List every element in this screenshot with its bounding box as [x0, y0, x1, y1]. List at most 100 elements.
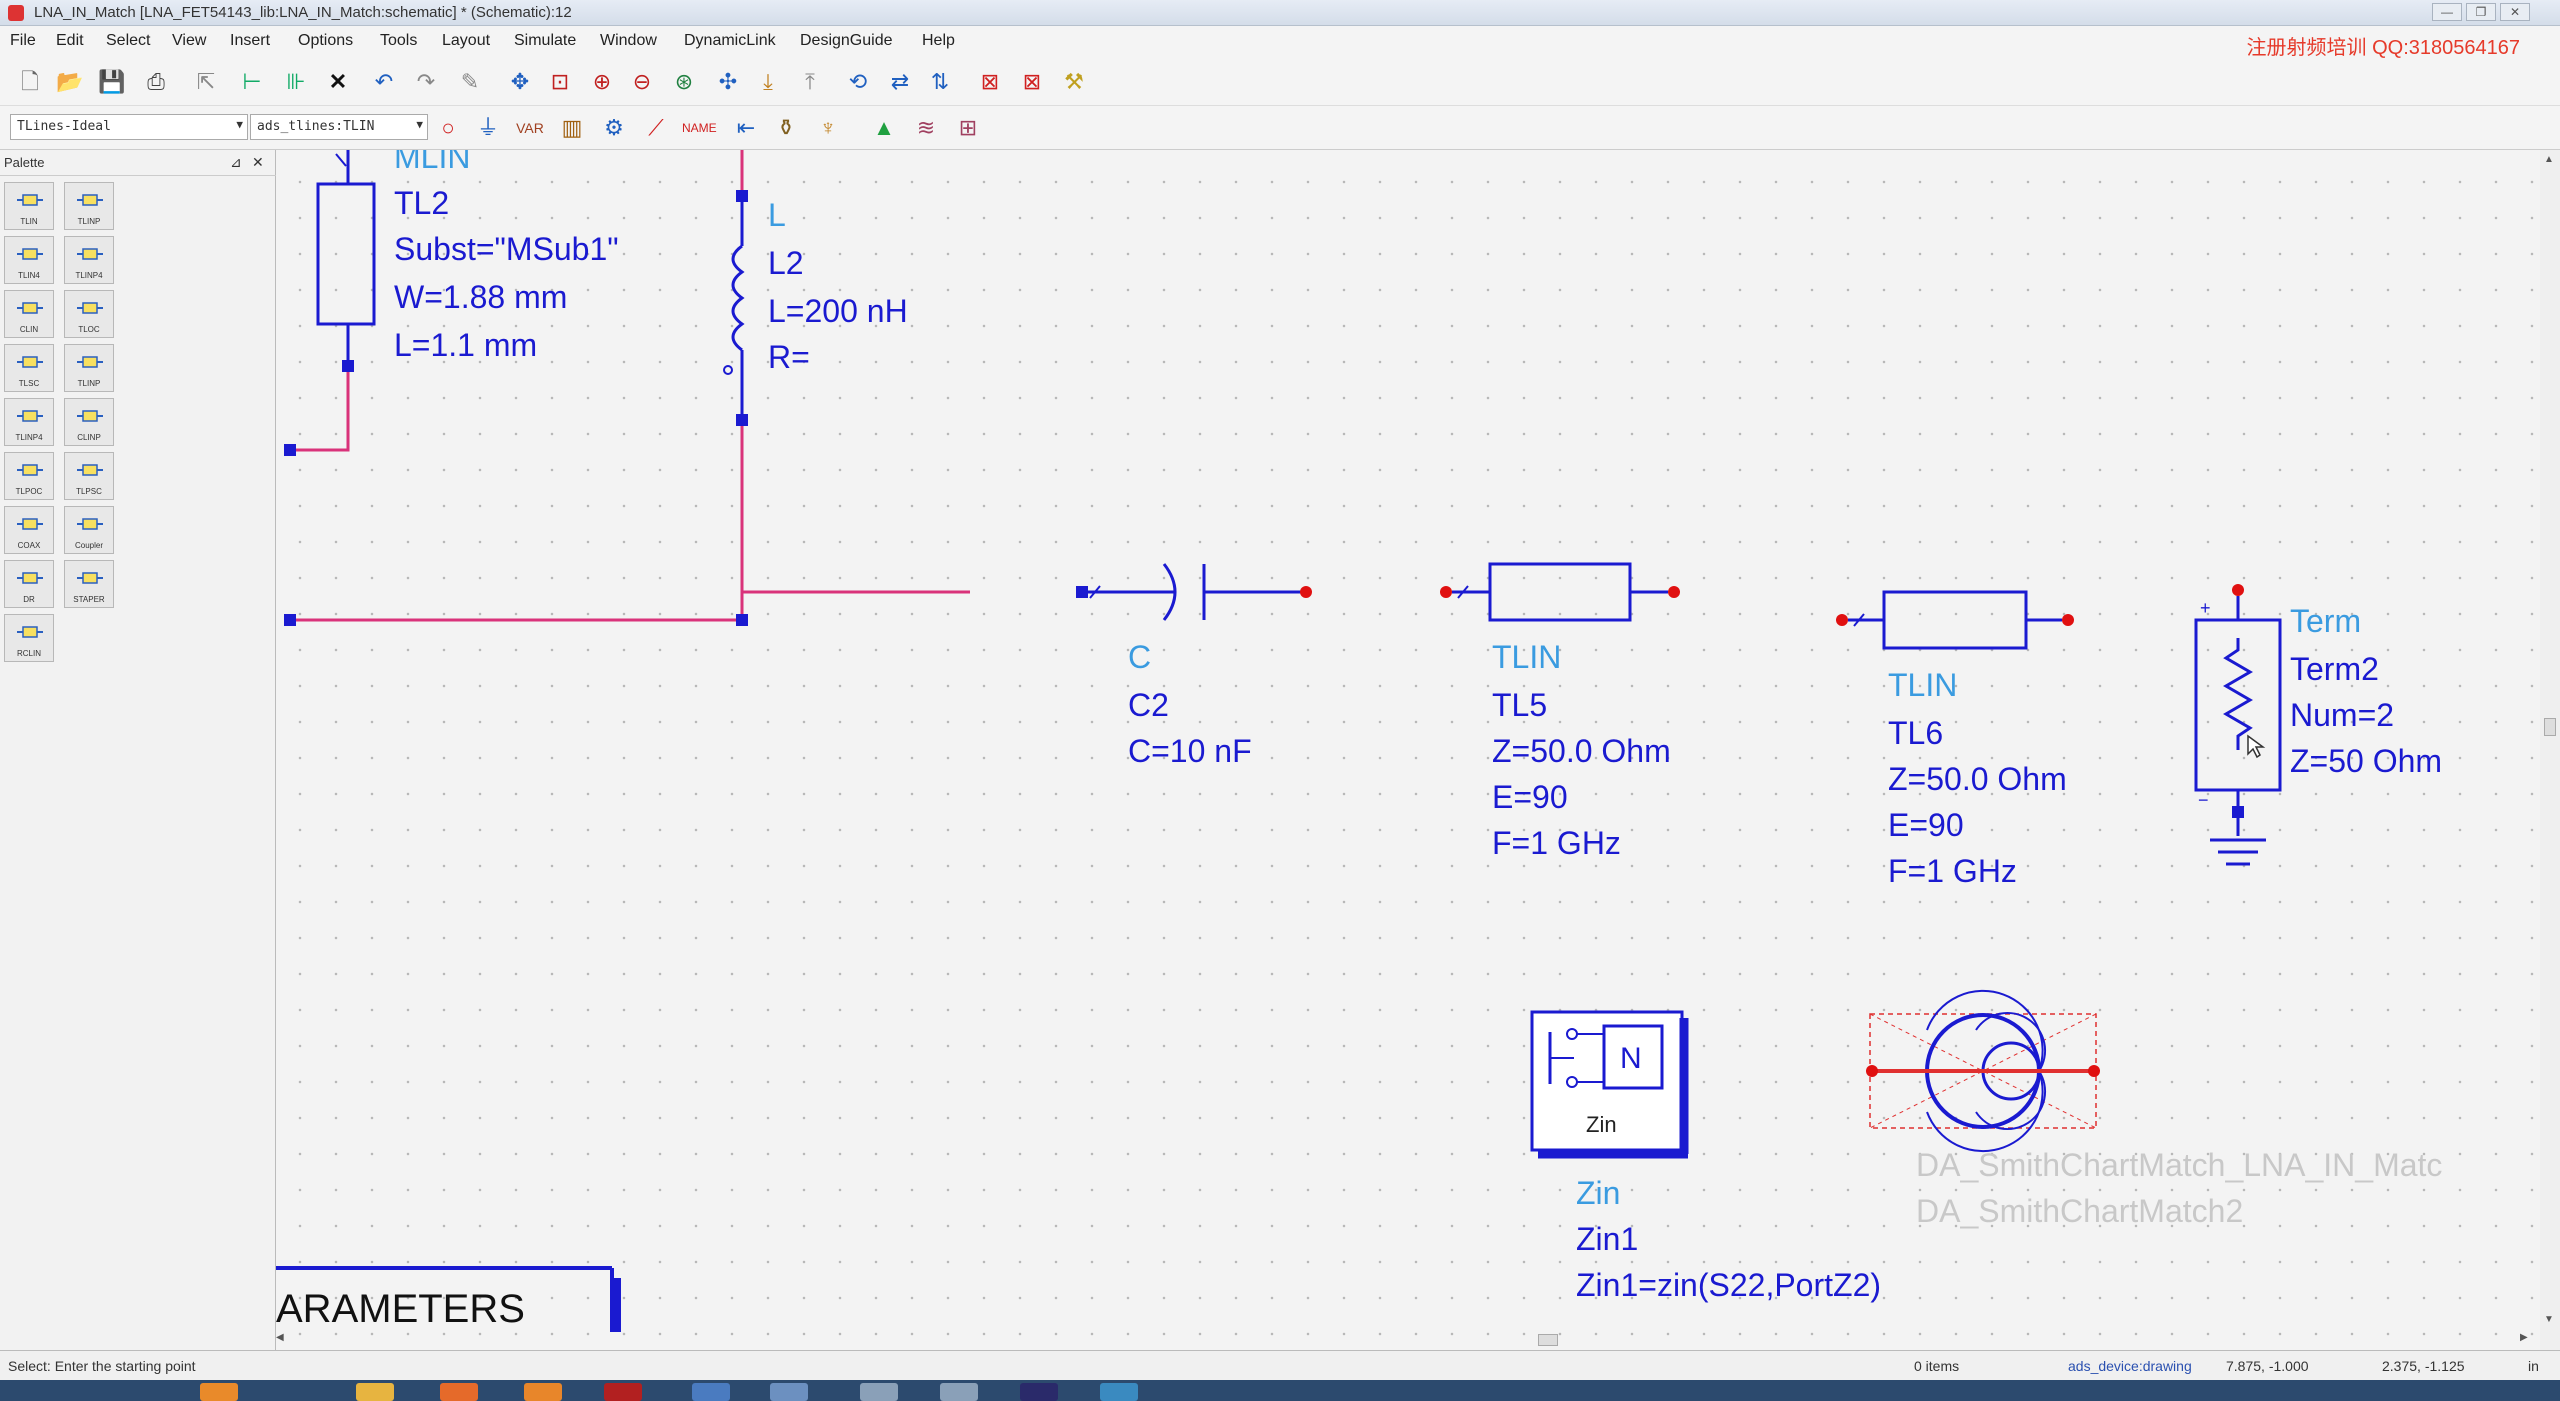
menu-tools[interactable]: Tools — [380, 32, 418, 49]
pan-icon[interactable]: ✣ — [718, 69, 738, 94]
palette-item-staper[interactable]: STAPER — [64, 560, 114, 608]
taskbar-app-icon[interactable] — [770, 1383, 808, 1401]
palette-item-tlpsc[interactable]: TLPSC — [64, 452, 114, 500]
taskbar-app-icon[interactable] — [440, 1383, 478, 1401]
hscrollbar-thumb[interactable] — [1538, 1334, 1558, 1346]
palette-item-rclin[interactable]: RCLIN — [4, 614, 54, 662]
palette-item-tloc[interactable]: TLOC — [64, 290, 114, 338]
palette-item-tlin[interactable]: TLIN — [4, 182, 54, 230]
parameters-block[interactable]: ARAMETERS — [276, 1266, 621, 1332]
menu-insert[interactable]: Insert — [230, 32, 271, 49]
taskbar-app-icon[interactable] — [1100, 1383, 1138, 1401]
smith-chart-match-symbol[interactable] — [1866, 989, 2100, 1153]
component-select[interactable]: ads_tlines:TLIN▼ — [250, 114, 428, 140]
rotate-icon[interactable]: ⟲ — [848, 69, 868, 94]
move-icon[interactable]: ✥ — [510, 69, 530, 94]
wire-tl2[interactable] — [290, 366, 350, 452]
palette-item-coupler[interactable]: Coupler — [64, 506, 114, 554]
menu-view[interactable]: View — [172, 32, 207, 49]
layout-icon[interactable]: ⇤ — [736, 115, 756, 140]
zoom-out-icon[interactable]: ⊖ — [632, 69, 652, 94]
select-pointer-icon[interactable]: ⇱ — [196, 69, 216, 94]
palette-item-tlsc[interactable]: TLSC — [4, 344, 54, 392]
palette-item-tlinp[interactable]: TLINP — [64, 344, 114, 392]
taskbar-app-icon[interactable] — [860, 1383, 898, 1401]
menu-help[interactable]: Help — [922, 32, 955, 49]
palette-item-tlinp[interactable]: TLINP — [64, 182, 114, 230]
palette-item-tlin4[interactable]: TLIN4 — [4, 236, 54, 284]
tune-icon[interactable]: ♆ — [819, 115, 837, 140]
tlin-tl5-symbol[interactable] — [1440, 562, 1680, 622]
data-display-icon[interactable]: ≋ — [916, 115, 936, 140]
tuning-wand-icon[interactable]: ⚒ — [1064, 69, 1084, 94]
palette-item-dr[interactable]: DR — [4, 560, 54, 608]
scroll-up-icon[interactable]: ▲ — [2544, 154, 2554, 165]
menu-simulate[interactable]: Simulate — [514, 32, 577, 49]
term-term2-symbol[interactable]: + − — [2194, 584, 2282, 866]
taskbar-app-icon[interactable] — [692, 1383, 730, 1401]
palette-item-coax[interactable]: COAX — [4, 506, 54, 554]
palette-item-clinp[interactable]: CLINP — [64, 398, 114, 446]
component-lib-icon[interactable]: ⚱ — [776, 115, 796, 140]
scrollbar-thumb[interactable] — [2544, 718, 2556, 736]
menu-designguide[interactable]: DesignGuide — [800, 32, 893, 49]
edit-icon[interactable]: ✎ — [460, 69, 480, 94]
menu-file[interactable]: File — [10, 32, 36, 49]
vertical-scrollbar[interactable]: ▲ ▼ — [2540, 150, 2560, 1350]
taskbar-app-icon[interactable] — [940, 1383, 978, 1401]
ground-icon[interactable]: ⏚ — [476, 115, 499, 140]
tlin-tl6-symbol[interactable] — [1836, 590, 2074, 650]
capacitor-c2-symbol[interactable] — [1076, 563, 1312, 621]
taskbar-app-icon[interactable] — [604, 1383, 642, 1401]
close-button[interactable]: ✕ — [2500, 3, 2530, 21]
pop-hierarchy-icon[interactable]: ⤒ — [805, 69, 815, 94]
deactivate-icon[interactable]: ⊠ — [980, 69, 1000, 94]
palette-item-tlinp4[interactable]: TLINP4 — [4, 398, 54, 446]
insert-pin-icon[interactable]: ⊪ — [286, 69, 306, 94]
zoom-fit-icon[interactable]: ⊛ — [674, 69, 694, 94]
var-eqn-icon[interactable]: VAR — [516, 120, 544, 136]
delete-icon[interactable]: ✕ — [328, 69, 348, 94]
menu-window[interactable]: Window — [600, 32, 657, 49]
zoom-in-icon[interactable]: ⊕ — [592, 69, 612, 94]
layout-view-icon[interactable]: ⊞ — [958, 115, 978, 140]
wire-icon[interactable]: ⟋ — [648, 115, 664, 140]
taskbar-app-icon[interactable] — [1020, 1383, 1058, 1401]
menu-dynamiclink[interactable]: DynamicLink — [684, 32, 776, 49]
palette-item-clin[interactable]: CLIN — [4, 290, 54, 338]
menu-select[interactable]: Select — [106, 32, 151, 49]
scroll-right-icon[interactable]: ▶ — [2520, 1332, 2528, 1343]
port-icon[interactable]: ○ — [441, 115, 455, 140]
redo-icon[interactable]: ↷ — [416, 69, 436, 94]
scroll-left-icon[interactable]: ◀ — [276, 1332, 284, 1343]
menu-edit[interactable]: Edit — [56, 32, 84, 49]
simulate-run-icon[interactable]: ▲ — [873, 115, 895, 140]
taskbar-app-icon[interactable] — [524, 1383, 562, 1401]
close-icon[interactable]: ✕ — [252, 154, 264, 170]
restore-button[interactable]: ❐ — [2466, 3, 2496, 21]
zoom-area-icon[interactable]: ⊡ — [550, 69, 570, 94]
undo-icon[interactable]: ↶ — [374, 69, 394, 94]
menu-options[interactable]: Options — [298, 32, 354, 49]
menu-layout[interactable]: Layout — [442, 32, 491, 49]
minimize-button[interactable]: — — [2432, 3, 2462, 21]
zin-measurement-symbol[interactable]: N Zin — [1530, 1010, 1689, 1159]
mirror-icon[interactable]: ⇄ — [890, 69, 910, 94]
simulate-icon[interactable]: ⚙ — [604, 115, 624, 140]
short-icon[interactable]: ⊠ — [1022, 69, 1042, 94]
library-select[interactable]: TLines-Ideal▼ — [10, 114, 248, 140]
new-file-icon[interactable]: 🗋 — [21, 69, 39, 94]
palette-item-tlpoc[interactable]: TLPOC — [4, 452, 54, 500]
pin-icon[interactable]: ⊿ — [230, 154, 242, 170]
save-icon[interactable]: 💾 — [98, 69, 126, 94]
name-icon[interactable]: NAME — [682, 121, 717, 135]
open-folder-icon[interactable]: 📂 — [56, 69, 84, 94]
push-hierarchy-icon[interactable]: ⤓ — [763, 69, 773, 94]
taskbar-app-icon[interactable] — [356, 1383, 394, 1401]
palette-item-tlinp4[interactable]: TLINP4 — [64, 236, 114, 284]
horizontal-scrollbar[interactable]: ◀ ▶ — [276, 1330, 2540, 1350]
insert-wire-icon[interactable]: ⊢ — [242, 69, 262, 94]
taskbar-app-icon[interactable] — [200, 1383, 238, 1401]
wire-main[interactable] — [290, 590, 970, 622]
print-icon[interactable]: ⎙ — [147, 69, 165, 94]
